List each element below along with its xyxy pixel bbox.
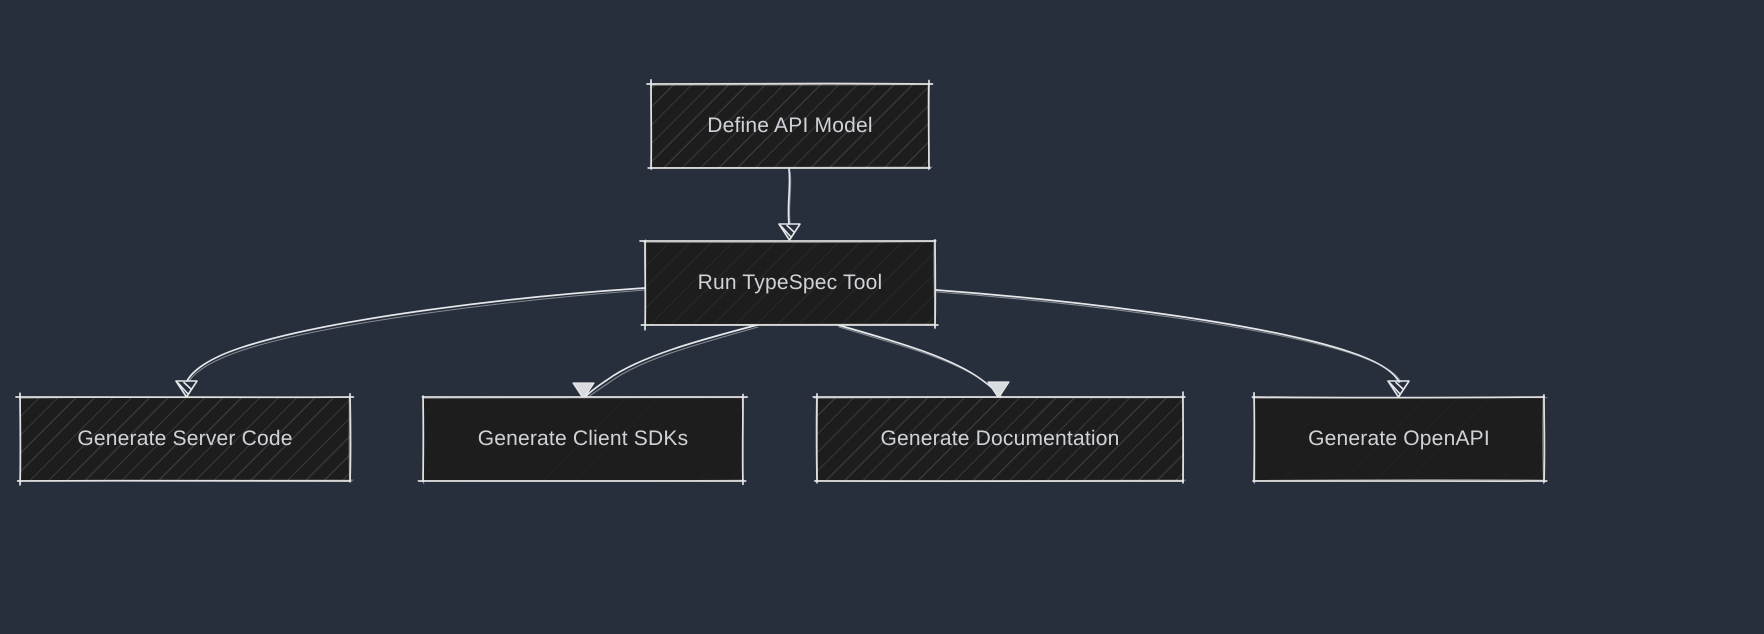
node-box: [639, 238, 939, 331]
node-hatch: [817, 397, 1183, 481]
node-box: [1251, 392, 1548, 485]
node-hatch: [645, 241, 935, 325]
node-box: [646, 79, 934, 171]
node-box: [812, 391, 1186, 484]
node-label: Define API Model: [707, 114, 873, 137]
node-label: Generate Documentation: [880, 427, 1120, 450]
node-hatch: [423, 397, 743, 481]
node-fill: [645, 241, 935, 325]
node-box: [15, 392, 355, 486]
edge-run-to-docs: [837, 324, 1010, 399]
node-hatch: [20, 397, 350, 481]
node-generate-documentation[interactable]: Generate Documentation: [812, 391, 1186, 484]
node-hatch: [651, 84, 929, 168]
node-label: Generate Client SDKs: [477, 427, 689, 450]
node-border: [1251, 392, 1548, 485]
node-label: Generate OpenAPI: [1308, 427, 1490, 450]
node-label: Run TypeSpec Tool: [697, 271, 883, 294]
node-hatch: [1254, 397, 1544, 481]
node-define-api-model[interactable]: Define API Model: [646, 79, 934, 171]
node-fill: [817, 397, 1183, 481]
node-fill: [20, 397, 350, 481]
node-run-typespec-tool[interactable]: Run TypeSpec Tool: [639, 238, 939, 331]
node-fill: [423, 397, 743, 481]
node-fill: [651, 84, 929, 168]
node-generate-client-sdks[interactable]: Generate Client SDKs: [417, 393, 749, 486]
node-generate-openapi[interactable]: Generate OpenAPI: [1251, 392, 1548, 485]
edge-run-to-server: [175, 287, 647, 398]
node-generate-server-code[interactable]: Generate Server Code: [15, 392, 355, 486]
edge-run-to-openapi: [935, 289, 1410, 398]
edge-define-to-run: [778, 168, 801, 241]
node-fill: [1254, 397, 1544, 481]
edge-run-to-sdks: [572, 324, 759, 400]
node-label: Generate Server Code: [77, 427, 293, 450]
node-box: [417, 393, 749, 486]
